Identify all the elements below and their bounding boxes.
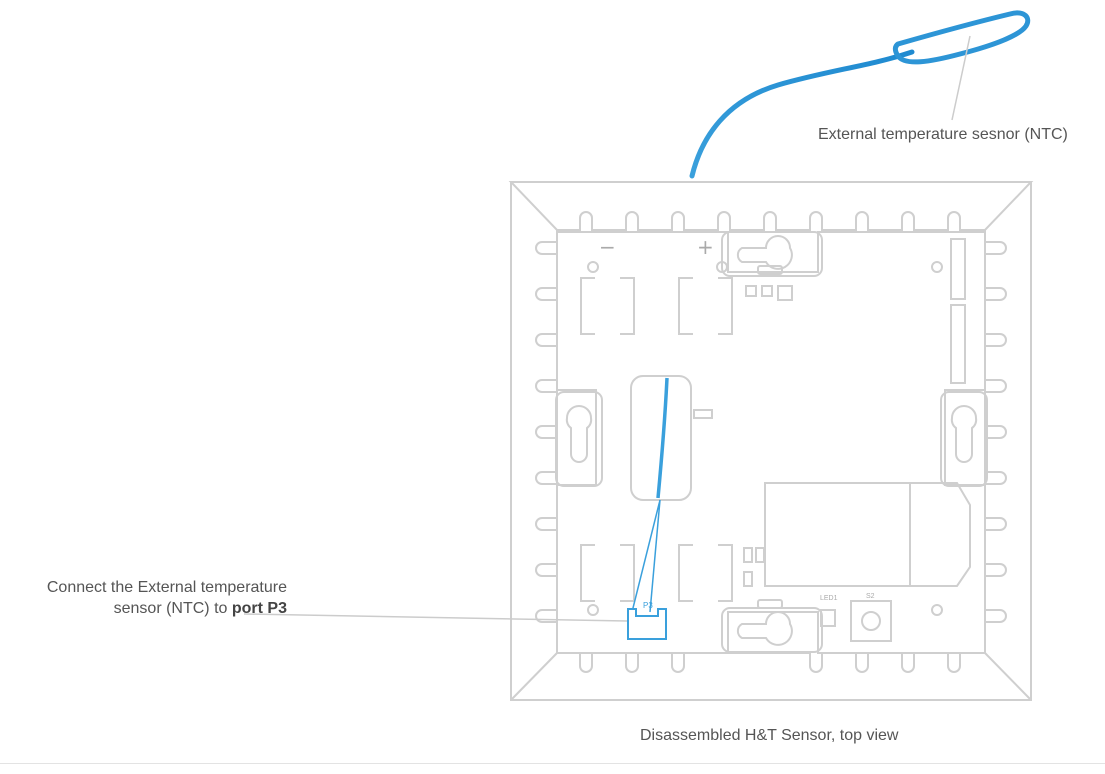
switch-s2: [850, 600, 892, 642]
sensor-chip: [630, 375, 692, 501]
battery-contacts-top: [580, 277, 733, 335]
connect-line-2: sensor (NTC) to port P3: [47, 598, 287, 619]
led-label: LED1: [820, 595, 838, 602]
mount-bottom: [721, 599, 823, 653]
battery-plus-mark: +: [697, 235, 714, 259]
led-component: [820, 609, 836, 627]
pcb-holes: [587, 261, 943, 616]
connect-line-1: Connect the External temperature: [46, 579, 287, 596]
mount-left: [555, 391, 603, 487]
radio-module: [764, 482, 971, 587]
ntc-wires: [631, 377, 669, 613]
battery-contacts-bottom: [580, 544, 733, 602]
mount-top: [721, 231, 823, 277]
left-clips: [535, 241, 556, 623]
connect-instruction: Connect the External temperature sensor …: [47, 577, 287, 619]
battery-minus-mark: −: [599, 235, 616, 259]
figure-caption: Disassembled H&T Sensor, top view: [640, 727, 899, 744]
side-connectors: [950, 238, 966, 384]
top-clips: [579, 211, 961, 232]
ntc-cable: [689, 49, 915, 179]
external-sensor-label: External temperature sesnor (NTC): [818, 126, 1068, 143]
port-pointer-line: [243, 613, 628, 622]
page-divider: [0, 763, 1105, 764]
connect-line-2-prefix: sensor (NTC) to: [113, 600, 232, 617]
port-p3: [627, 608, 667, 640]
port-p3-emphasis: port P3: [231, 600, 287, 617]
right-clips: [986, 241, 1007, 623]
sensor-pointer-line: [951, 35, 971, 121]
small-components: [693, 285, 793, 587]
switch-label: S2: [866, 593, 875, 600]
port-p3-label: P3: [643, 601, 653, 610]
ntc-sensor-probe: [892, 10, 1031, 65]
housing: [508, 181, 1034, 701]
bottom-clips: [579, 652, 961, 673]
mount-right: [940, 391, 988, 487]
